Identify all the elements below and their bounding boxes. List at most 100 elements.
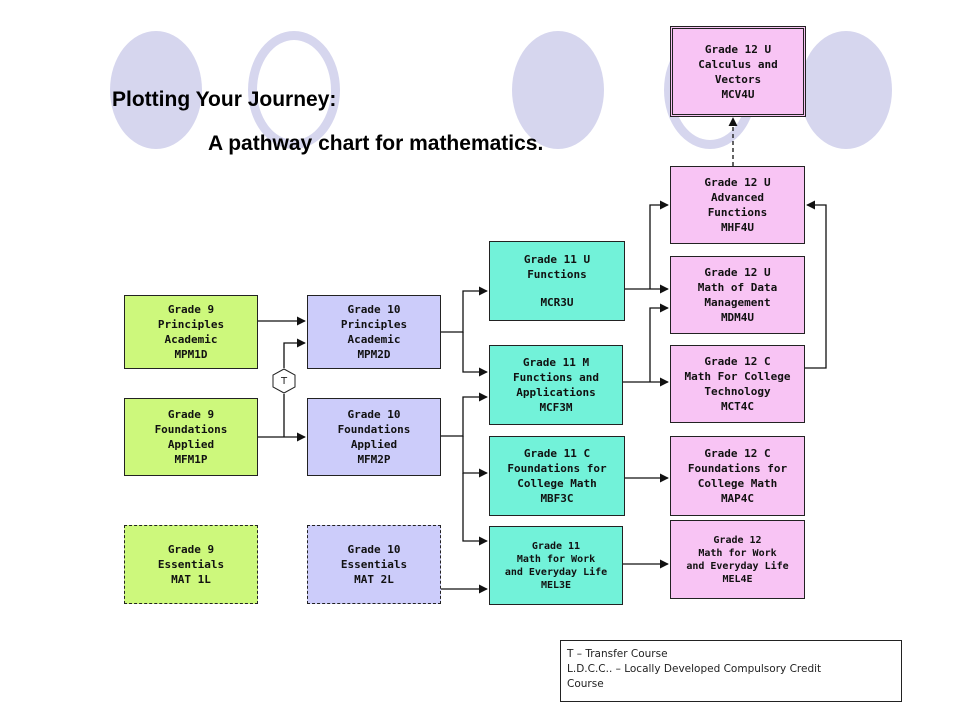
course-line: MPM2D bbox=[357, 348, 391, 361]
course-line: Grade 12 U bbox=[704, 42, 772, 56]
transfer-marker: T bbox=[272, 368, 296, 394]
course-line: College Math bbox=[697, 477, 778, 490]
course-line: Grade 12 C bbox=[704, 355, 771, 368]
course-line: Foundations for bbox=[687, 462, 788, 475]
link-g10-academic-split bbox=[441, 286, 488, 333]
course-line: Grade 9 bbox=[167, 543, 215, 556]
course-line: MBF3C bbox=[540, 492, 574, 505]
link-g10-applied-to-g11-e bbox=[462, 473, 488, 546]
course-line: Principles bbox=[157, 318, 225, 331]
course-line: Grade 11 C bbox=[523, 447, 591, 460]
course-line: Functions bbox=[707, 206, 768, 219]
course-line: Essentials bbox=[157, 558, 225, 571]
course-line: Grade 12 bbox=[713, 534, 762, 546]
course-line: MDM4U bbox=[720, 311, 755, 324]
course-line: and Everyday Life bbox=[686, 560, 789, 572]
course-line: MHF4U bbox=[720, 221, 755, 234]
course-line: MCV4U bbox=[721, 87, 755, 101]
course-line: Functions bbox=[527, 268, 587, 281]
course-line: MAP4C bbox=[720, 492, 755, 505]
course-line: MAT 2L bbox=[354, 573, 394, 586]
link-g11-m-to-g12-data bbox=[649, 303, 669, 382]
course-line: Math For College bbox=[684, 370, 791, 383]
decorative-ring bbox=[248, 31, 340, 149]
course-line: MAT 1L bbox=[171, 573, 211, 586]
course-line: Management bbox=[704, 296, 771, 309]
hexagon-icon bbox=[272, 368, 296, 394]
course-line: Foundations bbox=[154, 423, 228, 436]
course-line: MPM1D bbox=[174, 348, 208, 361]
course-line: Grade 12 U bbox=[704, 176, 771, 189]
link-g12-tech-to-g12-adv bbox=[805, 200, 827, 369]
course-line: Essentials bbox=[340, 558, 408, 571]
link-g10-applied-to-g11-c bbox=[462, 436, 488, 478]
course-line: Vectors bbox=[714, 72, 762, 86]
legend-transfer-course: T – Transfer Course bbox=[567, 648, 668, 660]
course-line: Grade 12 U bbox=[704, 266, 771, 279]
course-line: and Everyday Life bbox=[504, 566, 608, 578]
course-line: Principles bbox=[340, 318, 408, 331]
course-line: MFM2P bbox=[357, 453, 391, 466]
course-line: MEL3E bbox=[540, 579, 572, 591]
course-line: MCT4C bbox=[720, 400, 755, 413]
course-line: Grade 11 bbox=[531, 540, 581, 552]
legend-ldcc-continued: Course bbox=[567, 678, 604, 690]
course-line: MCR3U bbox=[540, 296, 574, 309]
link-g11-u-to-g12-adv bbox=[649, 200, 669, 289]
legend: T – Transfer Course L.D.C.C.. – Locally … bbox=[560, 640, 902, 702]
link-g10-academic-to-g11-m bbox=[462, 332, 488, 377]
course-line: MCF3M bbox=[539, 401, 573, 414]
course-line: Academic bbox=[164, 333, 218, 346]
course-line: Grade 9 bbox=[167, 408, 215, 421]
chart-title: Plotting Your Journey: bbox=[112, 88, 337, 111]
course-line: Functions and bbox=[512, 371, 600, 384]
transfer-marker-label: T bbox=[280, 375, 288, 387]
course-line: Grade 9 bbox=[167, 303, 215, 316]
decorative-circle bbox=[800, 31, 892, 149]
course-line: Foundations bbox=[337, 423, 411, 436]
course-line: Grade 10 bbox=[347, 543, 401, 556]
decorative-circle bbox=[110, 31, 202, 149]
decorative-circle bbox=[512, 31, 604, 149]
course-line: Foundations for bbox=[507, 462, 607, 475]
course-line: Grade 11 M bbox=[522, 356, 590, 369]
course-line: Grade 10 bbox=[347, 303, 401, 316]
course-line: MFM1P bbox=[174, 453, 208, 466]
course-line: Applications bbox=[516, 386, 596, 399]
course-line: Calculus and bbox=[698, 57, 778, 71]
course-line: Grade 10 bbox=[347, 408, 401, 421]
course-line: Math of Data bbox=[697, 281, 778, 294]
course-line: Math for Work bbox=[516, 553, 596, 565]
link-transfer-stem-upper bbox=[283, 338, 306, 368]
chart-subtitle: A pathway chart for mathematics. bbox=[208, 132, 544, 155]
course-line: Applied bbox=[167, 438, 215, 451]
course-line: Advanced bbox=[711, 191, 764, 204]
course-line: MEL4E bbox=[722, 573, 753, 585]
course-line: Academic bbox=[347, 333, 401, 346]
course-line: Grade 12 C bbox=[704, 447, 771, 460]
course-line: Technology bbox=[704, 385, 771, 398]
course-line: Applied bbox=[350, 438, 398, 451]
link-g10-applied-split bbox=[441, 392, 488, 437]
course-line: Grade 11 U bbox=[523, 253, 591, 266]
course-line: Math for Work bbox=[698, 547, 777, 559]
legend-ldcc: L.D.C.C.. – Locally Developed Compulsory… bbox=[567, 663, 822, 675]
course-line: College Math bbox=[517, 477, 597, 490]
